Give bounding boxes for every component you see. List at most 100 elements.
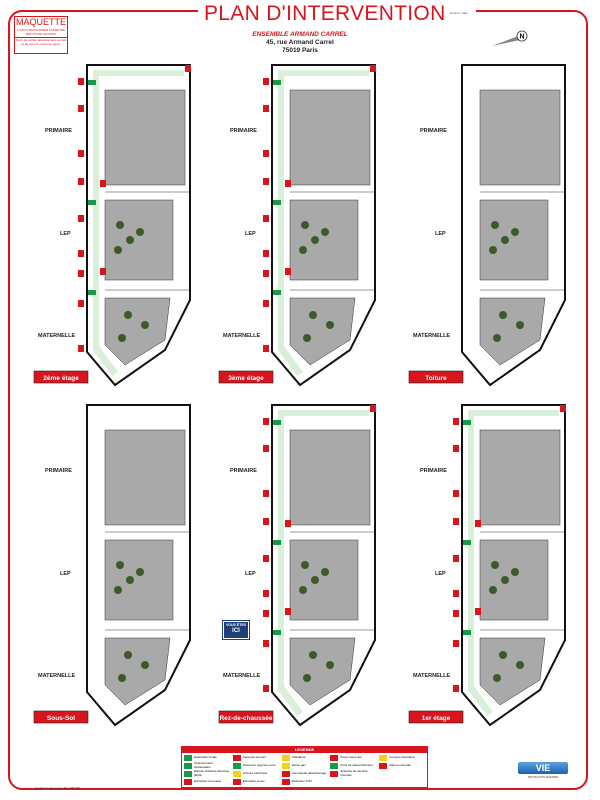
legend-symbol-icon <box>232 770 241 777</box>
legend-symbol-icon <box>232 754 241 761</box>
courtyard <box>104 89 186 186</box>
tree-icon <box>489 246 497 254</box>
legend-symbol-icon <box>232 778 241 785</box>
exit-sign-icon <box>273 540 281 545</box>
legend-label: Point de rassemblement <box>340 762 373 767</box>
site-address: ENSEMBLE ARMAND CARREL 45, rue Armand Ca… <box>200 31 400 55</box>
tree-icon <box>309 651 317 659</box>
legend-symbol-icon <box>330 770 339 777</box>
extinguisher-icon <box>263 150 269 157</box>
extinguisher-icon <box>78 105 84 112</box>
legend-label: Armoire électrique <box>242 770 268 775</box>
extinguisher-icon <box>285 268 291 275</box>
title-note: Version / date <box>449 11 468 15</box>
legend-label: Extincteur à mousse <box>194 778 222 783</box>
extinguisher-icon <box>78 300 84 307</box>
tree-icon <box>501 236 509 244</box>
tree-icon <box>114 246 122 254</box>
legend-item <box>379 770 425 777</box>
extinguisher-icon <box>78 345 84 352</box>
legend-label: Evacuation finale <box>194 754 217 759</box>
zone-label-primaire: PRIMAIRE <box>45 128 72 134</box>
extinguisher-icon <box>78 250 84 257</box>
tree-icon <box>124 651 132 659</box>
courtyard <box>479 89 561 186</box>
courtyard <box>479 637 546 706</box>
stamp-line: A NOUS RETOURNER ACCEPTEE <box>17 28 65 32</box>
courtyard <box>289 429 371 526</box>
legend-item: Armoire électrique <box>232 770 279 777</box>
extinguisher-icon <box>263 78 269 85</box>
extinguisher-icon <box>185 65 191 72</box>
zone-label-primaire: PRIMAIRE <box>230 128 257 134</box>
courtyard <box>104 539 174 621</box>
extinguisher-icon <box>78 215 84 222</box>
floor-badge <box>218 370 274 384</box>
page-title: PLAN D'INTERVENTION <box>204 2 446 25</box>
title-block: PLAN D'INTERVENTION Version / date <box>198 2 476 26</box>
zone-label-primaire: PRIMAIRE <box>45 468 72 474</box>
exit-sign-icon <box>273 630 281 635</box>
extinguisher-icon <box>78 178 84 185</box>
tree-icon <box>326 661 334 669</box>
courtyard <box>289 539 359 621</box>
legend-item: Coupure électrique <box>379 754 425 761</box>
exit-sign-icon <box>273 420 281 425</box>
exit-sign-icon <box>463 420 471 425</box>
extinguisher-icon <box>78 78 84 85</box>
floor-label: 1er étage <box>422 715 451 722</box>
extinguisher-icon <box>100 268 106 275</box>
tree-icon <box>511 568 519 576</box>
zone-label-maternelle: MATERNELLE <box>38 333 76 339</box>
tree-icon <box>301 221 309 229</box>
extinguisher-icon <box>263 300 269 307</box>
legend-label: Extincteur à eau <box>242 778 265 783</box>
approval-stamp: MAQUETTE A NOUS RETOURNER ACCEPTEE BON P… <box>14 16 68 54</box>
tree-icon <box>489 586 497 594</box>
extinguisher-icon <box>263 590 269 597</box>
floor-badge <box>408 710 464 724</box>
extinguisher-icon <box>453 640 459 647</box>
courtyard <box>289 297 356 366</box>
tree-icon <box>114 586 122 594</box>
tree-icon <box>124 311 132 319</box>
extinguisher-icon <box>100 180 106 187</box>
address-line: 75019 Paris <box>282 47 318 54</box>
stamp-line: Merci de vérifier attentivement ce plan … <box>15 37 67 46</box>
legend-symbol-icon <box>330 762 339 769</box>
legend-item: Extincteur CO2 <box>281 778 328 785</box>
legend-item: Extincteur à mousse <box>184 778 230 785</box>
tree-icon <box>499 651 507 659</box>
courtyard <box>479 199 549 281</box>
courtyard <box>289 89 371 186</box>
tree-icon <box>141 661 149 669</box>
extinguisher-icon <box>453 418 459 425</box>
extinguisher-icon <box>263 250 269 257</box>
exit-sign-icon <box>273 80 281 85</box>
courtyard <box>104 429 186 526</box>
zone-label-lep: LEP <box>245 571 256 577</box>
exit-sign-icon <box>88 200 96 205</box>
floor-label: Sous-Sol <box>47 715 75 722</box>
extinguisher-icon <box>263 345 269 352</box>
exit-sign-icon <box>463 540 471 545</box>
legend-symbol-icon <box>330 754 339 761</box>
tree-icon <box>321 568 329 576</box>
tree-icon <box>299 246 307 254</box>
tree-icon <box>301 561 309 569</box>
legend-title: LEGENDE <box>182 747 427 753</box>
tree-icon <box>311 576 319 584</box>
legend-label: Vanne gaz <box>291 762 306 767</box>
extinguisher-icon <box>263 610 269 617</box>
zone-label-maternelle: MATERNELLE <box>223 333 261 339</box>
tree-icon <box>309 311 317 319</box>
extinguisher-icon <box>453 590 459 597</box>
address-line: 45, rue Armand Carrel <box>266 39 334 46</box>
extinguisher-icon <box>78 270 84 277</box>
legend-item: Ouverture urgence porte <box>232 762 279 769</box>
legend-symbol-icon <box>281 778 290 785</box>
extinguisher-icon <box>285 608 291 615</box>
